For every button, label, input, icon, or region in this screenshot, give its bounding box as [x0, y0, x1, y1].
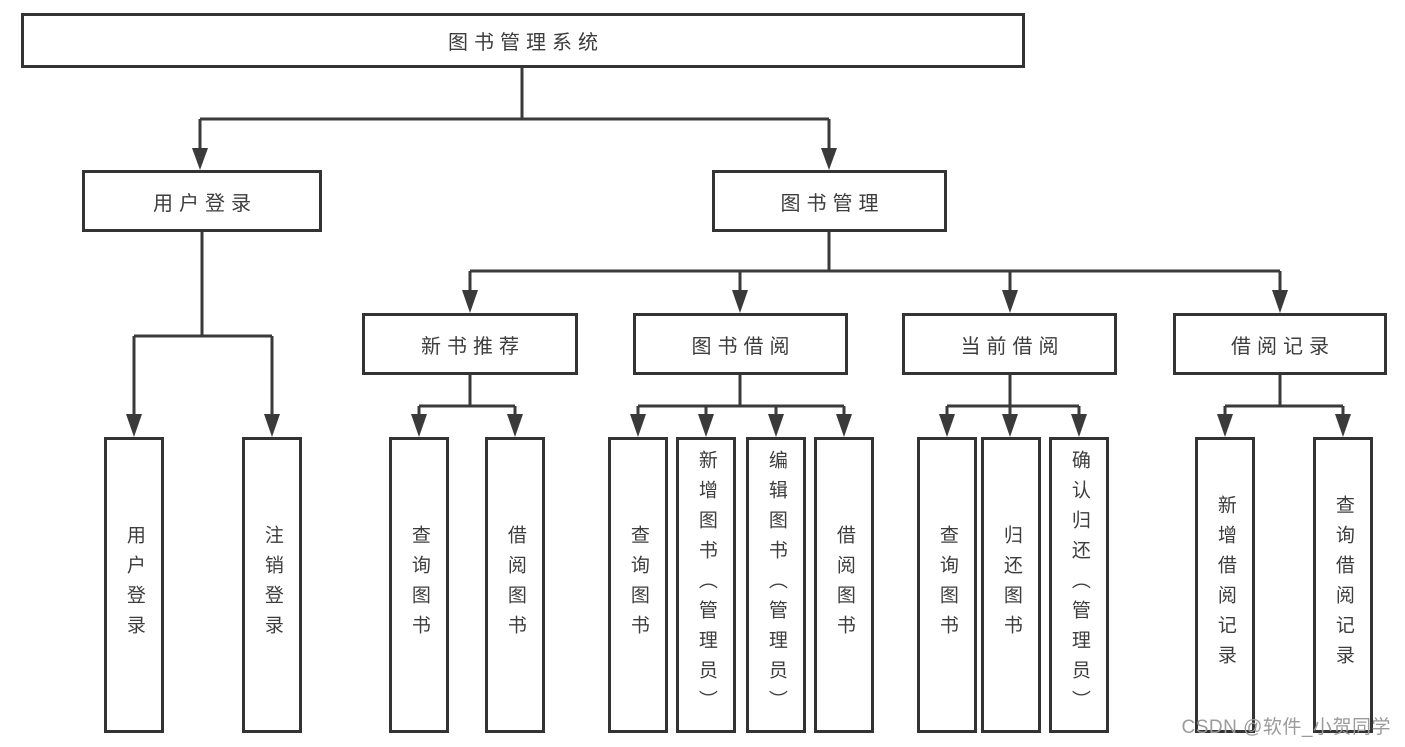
node-label: 归还图书 [1000, 525, 1022, 645]
node-label: 新增图书（管理员） [695, 450, 717, 720]
arrow-down-icon [768, 414, 784, 437]
arrow-down-icon [698, 414, 714, 437]
node-label: 查询图书 [408, 525, 430, 645]
node-borrow-books-recommend: 借阅图书 [485, 437, 545, 733]
node-label: 用户登录 [123, 525, 145, 645]
connector-user-login-to-leaves [132, 232, 274, 416]
connector-book-management-to-level3 [468, 232, 1282, 292]
connector-new-book-to-leaves [417, 375, 517, 416]
connector-root-to-level2 [198, 68, 831, 150]
connector-borrow-records-to-leaves [1223, 375, 1345, 416]
node-label: 新书推荐 [421, 335, 525, 358]
node-borrow-books-leaf: 借阅图书 [814, 437, 874, 733]
node-label: 图书借阅 [691, 335, 796, 358]
node-book-borrowing: 图书借阅 [633, 313, 848, 375]
arrow-down-icon [507, 414, 523, 437]
node-label: 借阅图书 [504, 525, 526, 645]
arrow-down-icon [192, 148, 208, 170]
connector-current-borrowing-to-leaves [945, 375, 1081, 416]
node-label: 图书管理系统 [448, 32, 604, 54]
node-confirm-return-admin: 确认归还（管理员） [1049, 437, 1109, 733]
node-query-books-borrowing: 查询图书 [608, 437, 668, 733]
arrow-down-icon [732, 290, 748, 313]
arrow-down-icon [836, 414, 852, 437]
node-library-management-system: 图书管理系统 [21, 13, 1025, 68]
node-edit-book-admin: 编辑图书（管理员） [746, 437, 806, 733]
node-logout: 注销登录 [242, 437, 302, 733]
arrow-down-icon [1002, 290, 1018, 313]
node-add-book-admin: 新增图书（管理员） [676, 437, 736, 733]
node-user-login-module: 用户登录 [82, 170, 322, 232]
arrow-down-icon [126, 414, 142, 437]
arrow-down-icon [1071, 414, 1087, 437]
node-label: 编辑图书（管理员） [765, 450, 787, 720]
node-label: 查询借阅记录 [1332, 495, 1354, 675]
node-label: 确认归还（管理员） [1068, 450, 1090, 720]
arrow-down-icon [462, 290, 478, 313]
node-new-book-recommendation: 新书推荐 [362, 313, 578, 375]
csdn-watermark: CSDN @软件_小贺同学 [1181, 717, 1391, 738]
arrow-down-icon [1335, 414, 1351, 437]
node-label: 借阅图书 [833, 525, 855, 645]
node-query-borrow-record: 查询借阅记录 [1313, 437, 1373, 733]
node-label: 注销登录 [261, 525, 283, 645]
arrow-down-icon [411, 414, 427, 437]
node-add-borrow-record: 新增借阅记录 [1195, 437, 1255, 733]
node-label: 用户登录 [153, 192, 257, 215]
arrow-down-icon [1217, 414, 1233, 437]
node-query-books-recommend: 查询图书 [389, 437, 449, 733]
node-book-management: 图书管理 [712, 170, 947, 232]
node-user-login-leaf: 用户登录 [104, 437, 164, 733]
arrow-down-icon [630, 414, 646, 437]
node-label: 当前借阅 [960, 335, 1065, 358]
node-label: 新增借阅记录 [1214, 495, 1236, 675]
node-return-books: 归还图书 [981, 437, 1041, 733]
arrow-down-icon [939, 414, 955, 437]
arrow-down-icon [1002, 414, 1018, 437]
arrow-down-icon [1272, 290, 1288, 313]
node-label: 查询图书 [936, 525, 958, 645]
connector-book-borrowing-to-leaves [636, 375, 846, 416]
arrow-down-icon [264, 414, 280, 437]
node-label: 图书管理 [780, 192, 885, 215]
arrow-down-icon [821, 148, 837, 170]
node-query-books-current: 查询图书 [917, 437, 977, 733]
node-borrowing-records: 借阅记录 [1173, 313, 1387, 375]
node-label: 查询图书 [627, 525, 649, 645]
node-current-borrowing: 当前借阅 [902, 313, 1117, 375]
node-label: 借阅记录 [1231, 335, 1335, 358]
